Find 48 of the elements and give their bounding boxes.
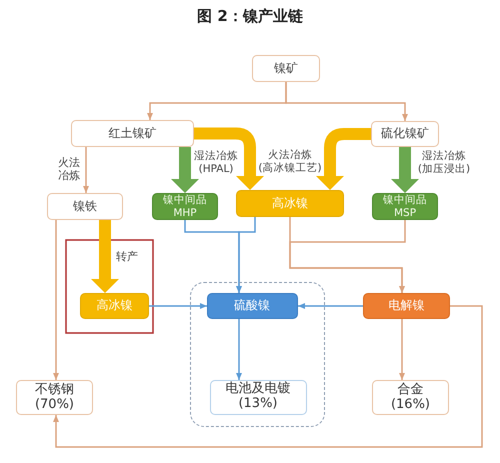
product-box	[210, 380, 306, 414]
node-label: 镍中间品 MHP	[162, 194, 208, 219]
process-box	[236, 190, 344, 217]
node-label: 红土镍矿	[108, 126, 156, 140]
node-label: 合金	[398, 382, 424, 398]
node-label: 不锈钢	[35, 382, 74, 398]
source-box	[71, 120, 194, 147]
process-box	[372, 193, 438, 220]
percentage-label: (70%)	[34, 398, 74, 412]
node-label: 硫化镍矿	[381, 127, 429, 141]
source-box	[252, 55, 320, 82]
node-label: 电池及电镀	[226, 382, 290, 397]
arrow	[236, 319, 242, 380]
source-box	[47, 193, 123, 220]
arrow	[53, 305, 483, 448]
node-label: 高冰镍	[96, 299, 132, 313]
arrow	[149, 303, 207, 309]
process-box	[80, 293, 149, 319]
arrow	[53, 220, 59, 380]
node-label: 镍铁	[73, 200, 97, 214]
process-arrow	[171, 147, 199, 193]
node-label: 镍矿	[274, 62, 298, 76]
arrow	[236, 217, 256, 293]
node-label: 硫酸镍	[234, 298, 270, 312]
percentage-label: (16%)	[390, 398, 430, 412]
process-arrow	[194, 128, 264, 190]
process-box	[363, 293, 450, 319]
arrow	[298, 303, 363, 309]
node-label: 高冰镍	[272, 196, 308, 210]
dashed-group-frame	[190, 282, 325, 427]
node-label: 镍中间品 MSP	[382, 194, 428, 219]
process-arrow	[91, 220, 119, 293]
edge-label: 火法冶炼	[57, 156, 81, 182]
source-box	[371, 121, 439, 147]
process-box	[206, 292, 298, 318]
node-label: 电解镍	[388, 299, 424, 313]
arrow	[285, 82, 408, 121]
edge-label: 转产	[116, 250, 138, 264]
process-box	[152, 193, 218, 220]
process-arrow	[391, 147, 419, 193]
percentage-label: (13%)	[238, 397, 278, 412]
arrow	[399, 319, 405, 380]
arrow	[83, 147, 89, 193]
process-label: 火法冶炼 (高冰镍工艺)	[257, 149, 323, 174]
diagram-title: 图 2：镍产业链	[197, 7, 303, 26]
product-box	[372, 380, 449, 415]
edge-label: 湿法冶炼 (HPAL)	[192, 150, 240, 176]
product-box	[16, 380, 93, 415]
